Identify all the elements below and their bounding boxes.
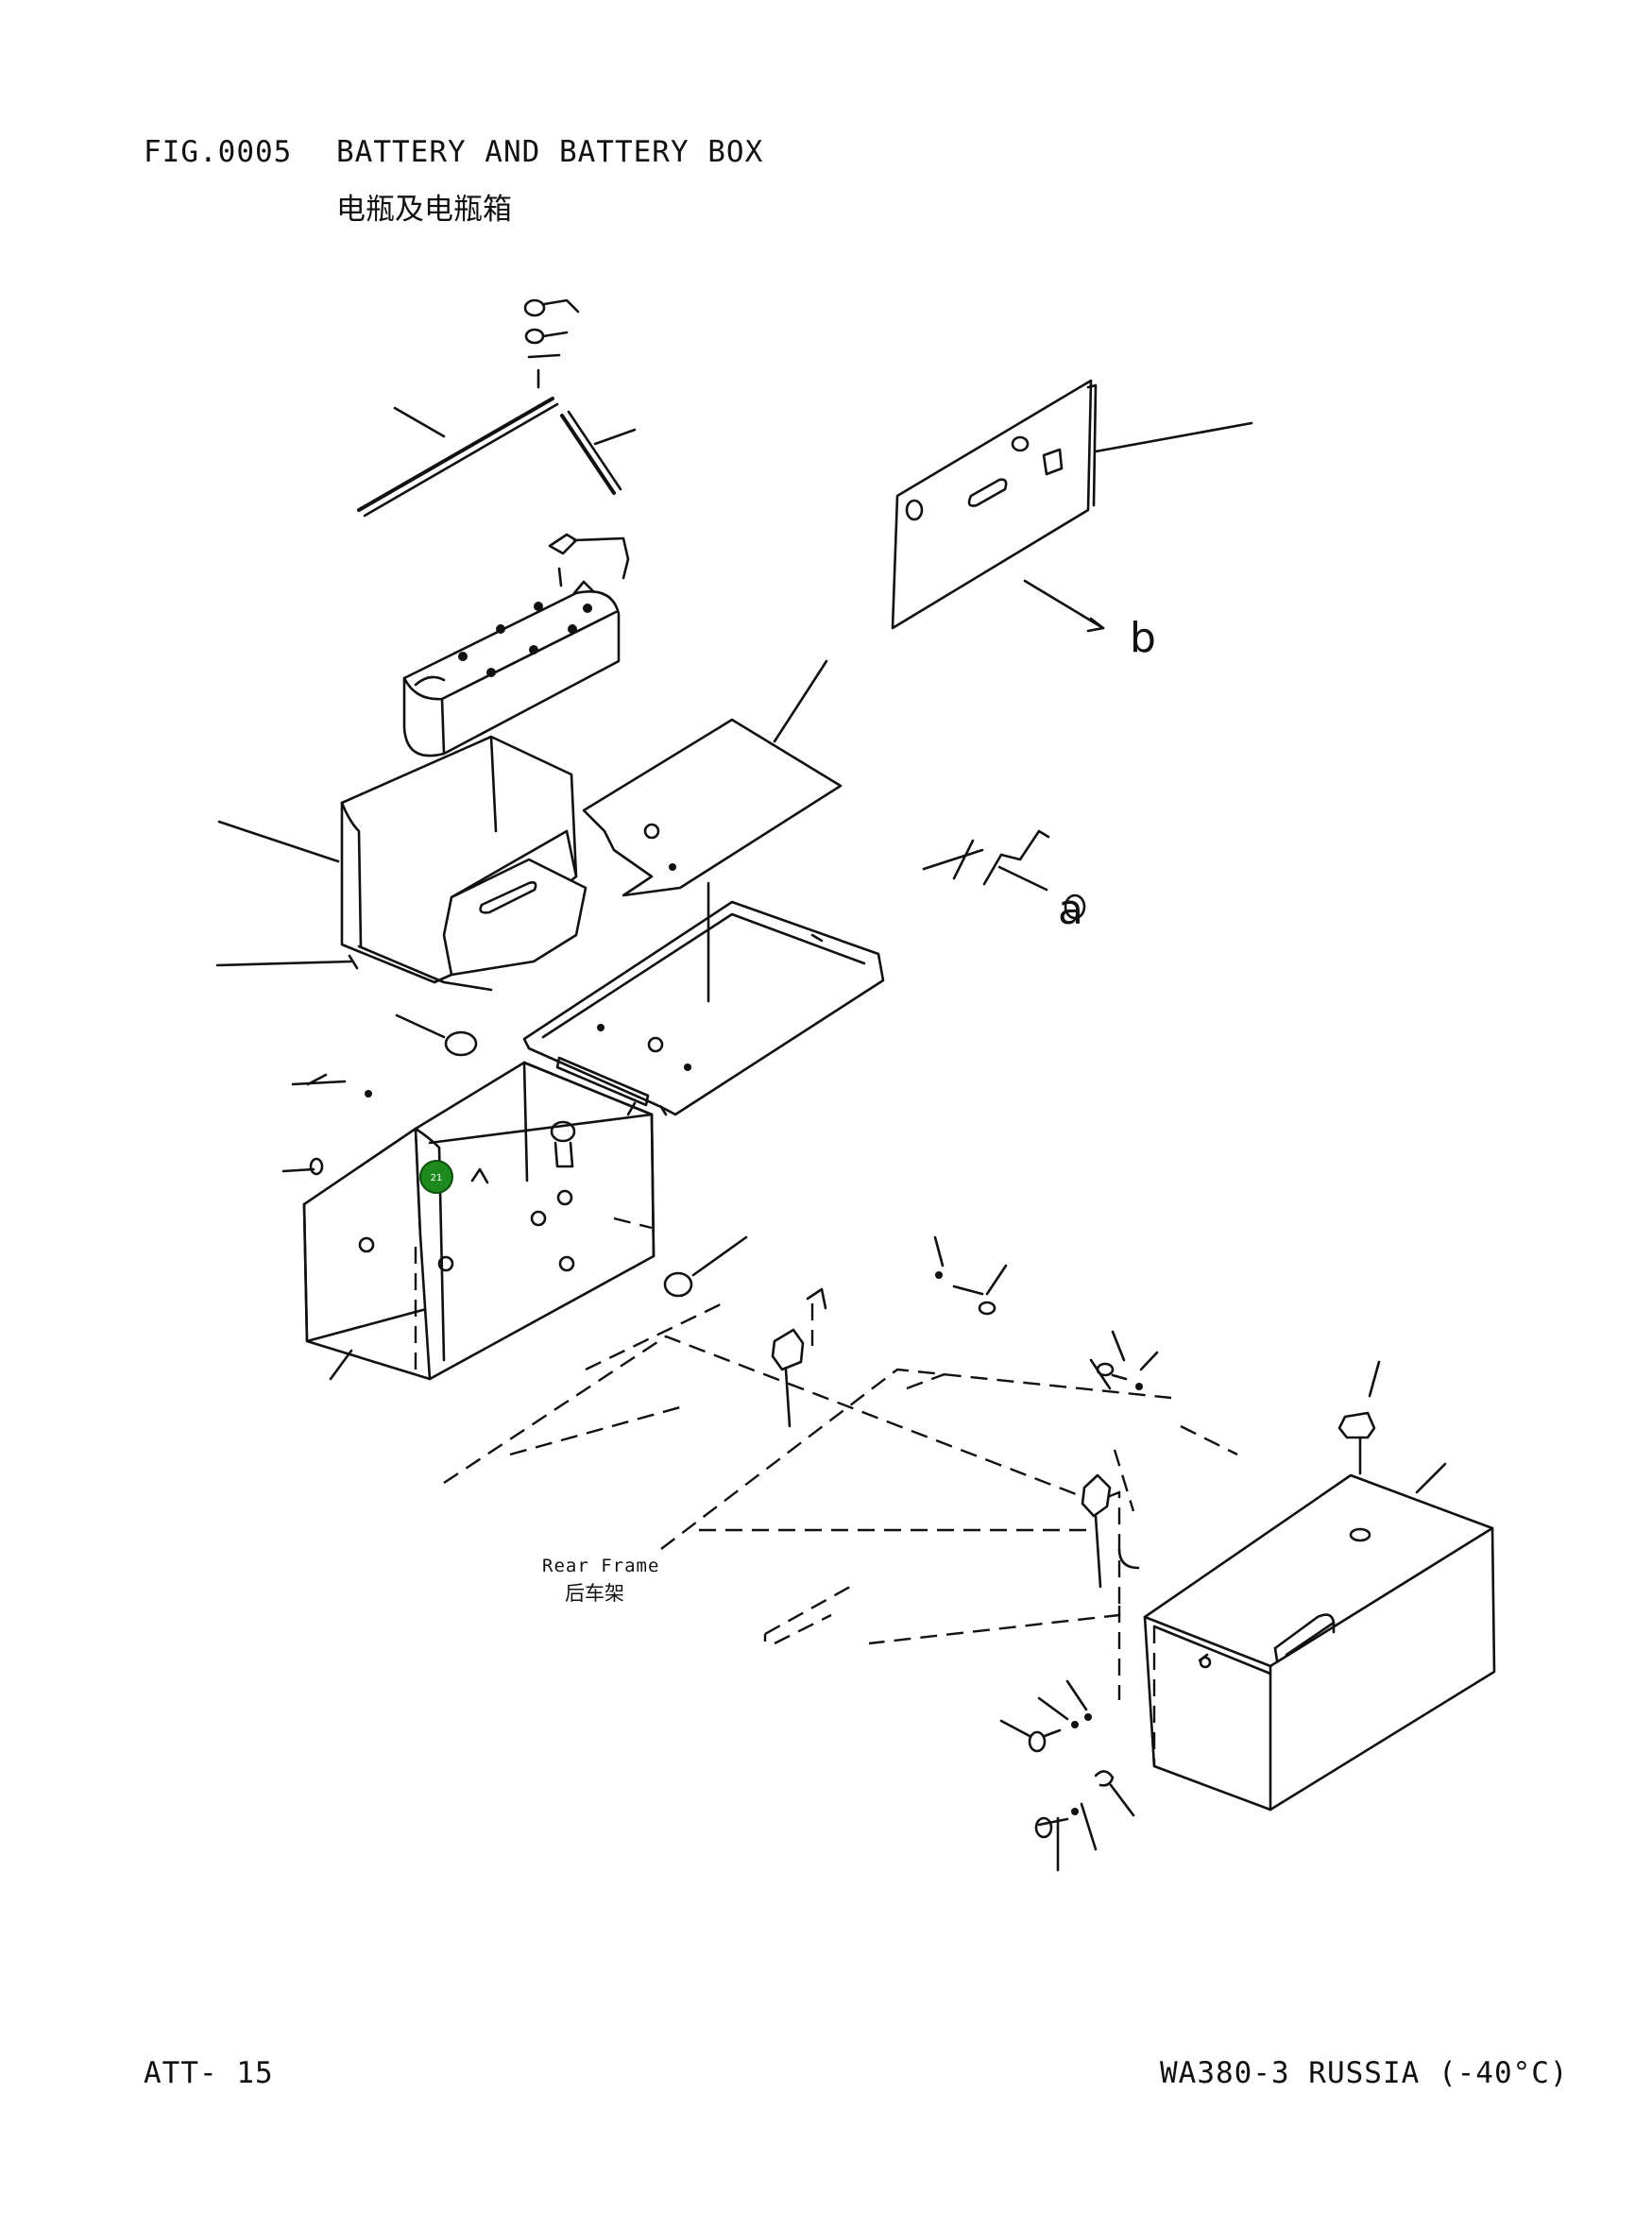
- callout-number: 21: [431, 1173, 443, 1183]
- grommet-frame: [663, 1235, 748, 1298]
- battery-upper: [402, 590, 621, 757]
- bolts-mid: [933, 1235, 1159, 1390]
- view-letter-a: a: [1058, 886, 1083, 934]
- grommet-plug: [395, 1013, 478, 1057]
- battery-cable-left: [357, 397, 559, 518]
- battery-box-left: [281, 1061, 656, 1381]
- rear-frame-outline: [443, 1287, 1238, 1700]
- insulation-cover: [215, 735, 588, 992]
- model-designation: WA380-3 RUSSIA (-40°C): [1160, 2056, 1569, 2090]
- frame-mount-left: [771, 1328, 805, 1428]
- terminal-hardware-top: [523, 298, 580, 389]
- callout-marker[interactable]: 21: [419, 1160, 453, 1194]
- rear-frame-label-cn: 后车架: [565, 1582, 624, 1605]
- rear-frame-label: Rear Frame: [542, 1556, 659, 1576]
- page-number: ATT- 15: [144, 2056, 274, 2090]
- battery-tray: [522, 881, 885, 1116]
- insulation-sheet: [582, 659, 843, 897]
- figure-title: BATTERY AND BATTERY BOX: [336, 135, 764, 169]
- frame-mount-right: [1081, 1473, 1140, 1589]
- figure-number: FIG.0005: [144, 135, 293, 169]
- figure-title-cn: 电瓶及电瓶箱: [336, 193, 512, 227]
- cover-plate: [891, 379, 1253, 633]
- hold-down-rod: [922, 829, 1086, 920]
- battery-box-right: [1143, 1473, 1496, 1812]
- bolts-bottom: [999, 1679, 1135, 1872]
- terminal-hardware-battery: [548, 533, 630, 595]
- battery-cable-right: [560, 410, 637, 495]
- cap-nut-right: [1337, 1360, 1447, 1494]
- view-letter-b: b: [1130, 614, 1156, 662]
